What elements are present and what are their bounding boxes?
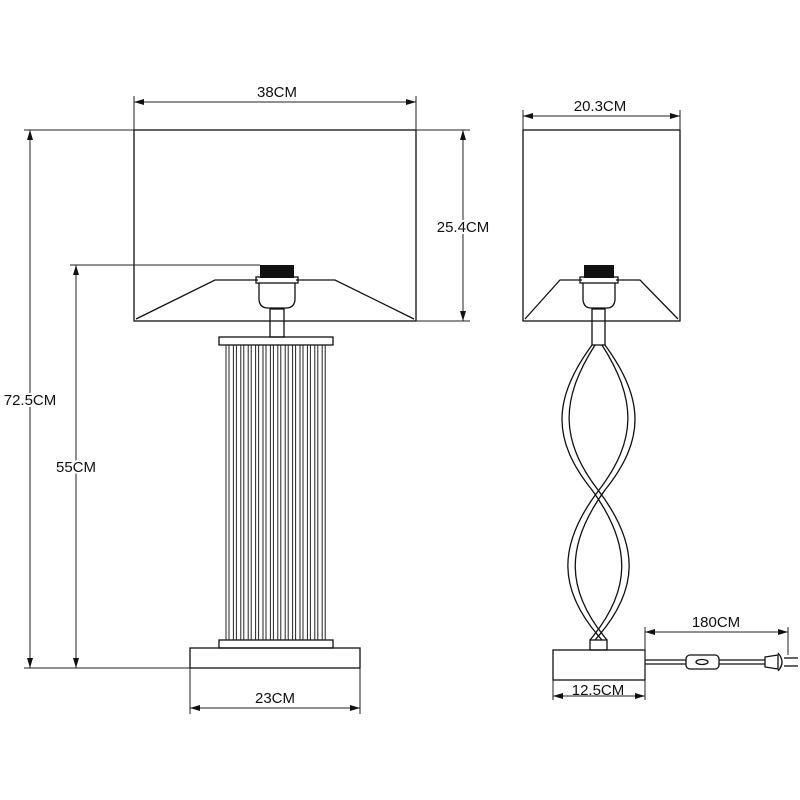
fluted-column: [218, 336, 334, 649]
socket-icon: [255, 265, 299, 338]
inline-switch-icon: [685, 654, 720, 670]
twisted-stem: [561, 344, 636, 641]
side-shade-inner-frame-right: [616, 279, 679, 320]
side-shade-inner-frame-left: [524, 279, 582, 320]
base-depth-label: 12.5CM: [572, 682, 625, 699]
socket-height-label: 55CM: [56, 459, 96, 476]
plug-icon: [764, 652, 783, 672]
base-width-label: 23CM: [255, 690, 295, 707]
front-base: [189, 647, 361, 669]
power-cord: [645, 652, 798, 672]
side-shade: [522, 129, 681, 322]
total-height-label: 72.5CM: [4, 392, 57, 409]
side-view: 20.3CM 12.5CM 180CM: [522, 98, 798, 700]
side-socket-icon: [579, 265, 619, 346]
cord-length-label: 180CM: [692, 614, 740, 631]
shade-depth-label: 20.3CM: [574, 98, 627, 115]
front-shade-inner-frame: [135, 279, 258, 320]
side-base: [552, 649, 646, 681]
shade-width-label: 38CM: [257, 84, 297, 101]
front-shade-inner-frame-right: [296, 279, 415, 320]
front-shade: [133, 129, 417, 322]
shade-height-label: 25.4CM: [437, 219, 490, 236]
stem-foot: [589, 639, 608, 651]
front-view: 38CM 25.4CM 72.5CM 55CM 23CM: [2, 84, 491, 714]
